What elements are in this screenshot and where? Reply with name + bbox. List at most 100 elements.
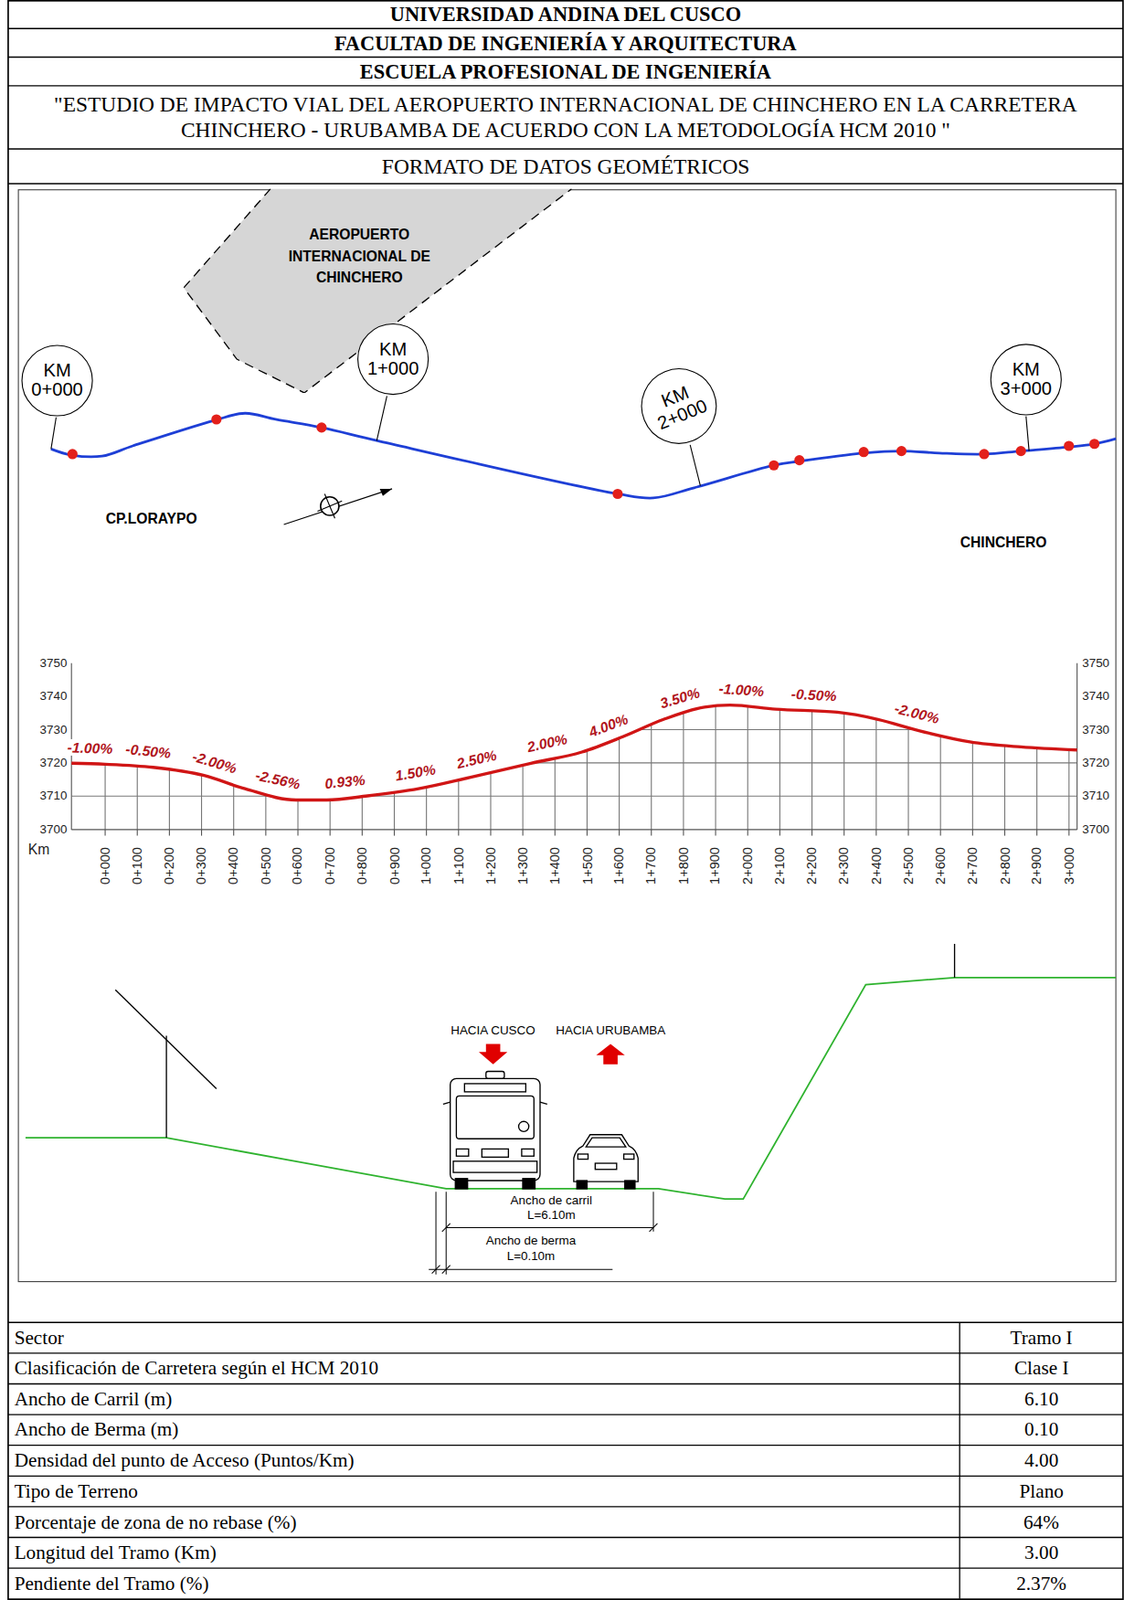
elevation-label: 3750	[1081, 655, 1110, 671]
dimension-tick	[432, 1265, 441, 1274]
grade-label: -1.00%	[65, 738, 114, 756]
station-label: 1+400	[547, 847, 563, 885]
axis-tick	[1004, 829, 1006, 837]
dimension-tick	[649, 1223, 658, 1232]
profile-grid	[71, 653, 1077, 830]
station-label: 1+500	[579, 847, 595, 885]
axis-tick	[296, 829, 298, 837]
row-rule	[8, 1444, 1124, 1446]
road-alignment	[51, 413, 1116, 499]
column-rule	[958, 1322, 960, 1600]
page-frame	[8, 0, 1124, 1600]
station-label: 2+000	[740, 847, 756, 885]
alignment-points	[67, 413, 1100, 499]
table-cell: Clasificación de Carretera según el HCM …	[14, 1357, 379, 1380]
grade-label: -2.56%	[253, 766, 303, 794]
grid-line	[907, 653, 909, 830]
table-cell: Porcentaje de zona de no rebase (%)	[14, 1510, 297, 1534]
table-cell: 2.37%	[1016, 1572, 1067, 1596]
grid-line	[618, 653, 620, 830]
point-dot	[1016, 445, 1027, 456]
compass-needle	[284, 488, 393, 525]
grid-line	[1068, 653, 1070, 830]
row-rule	[8, 148, 1124, 149]
axis-tick	[457, 829, 459, 837]
elevation-label: 3710	[1081, 788, 1110, 805]
car-part	[585, 1137, 626, 1147]
station-label: 2+100	[772, 847, 788, 885]
elevation-label: 3700	[1081, 822, 1110, 838]
grid-line	[489, 653, 491, 830]
grid-line	[71, 695, 1077, 697]
place-label: CHINCHERO	[960, 532, 1048, 551]
table-cell: Tipo de Terreno	[14, 1480, 138, 1504]
bus-part	[455, 1148, 468, 1156]
axis-line	[1076, 663, 1078, 830]
bus-part	[450, 1078, 541, 1181]
header-text: ESCUELA PROFESIONAL DE INGENIERÍA	[360, 59, 772, 85]
station-text: KM 2+000	[643, 376, 715, 435]
header-text: FACULTAD DE INGENIERÍA Y ARQUITECTURA	[334, 31, 797, 56]
station-label: 0+000	[96, 847, 113, 885]
dimension-label: Ancho de berma	[486, 1233, 576, 1249]
station-label: 0+800	[354, 847, 371, 885]
elevation-label: 3720	[40, 755, 68, 772]
axis-tick	[875, 829, 877, 837]
table-cell: 64%	[1023, 1510, 1060, 1534]
ground-line	[25, 977, 1116, 1199]
grid-line	[779, 653, 781, 830]
point-dot	[896, 445, 907, 456]
axis-tick	[105, 829, 107, 837]
station-label: 1+300	[514, 847, 531, 885]
axis-tick	[522, 829, 524, 837]
bus-part	[486, 1071, 505, 1080]
drawing-frame	[18, 190, 1116, 1283]
axis-tick	[650, 829, 652, 837]
point-dot	[211, 413, 222, 425]
row-rule	[8, 182, 1124, 184]
dimension-tick	[442, 1223, 451, 1232]
bus-part	[519, 1121, 530, 1132]
station-text: KM 1+000	[364, 339, 423, 379]
grid-line	[522, 653, 524, 830]
station-label: 2+300	[836, 847, 852, 885]
table-cell: Plano	[1019, 1480, 1064, 1504]
grid-line	[457, 653, 459, 830]
grade-label: 3.50%	[657, 684, 703, 712]
row-rule	[8, 1413, 1124, 1415]
elevation-label: 3740	[1081, 689, 1110, 705]
compass-head	[380, 488, 393, 497]
bus-part	[540, 1102, 548, 1104]
bus-part	[521, 1148, 534, 1156]
leader-line	[1026, 416, 1029, 452]
row-rule	[8, 1567, 1124, 1569]
row-rule	[8, 1383, 1124, 1385]
table-cell: Sector	[14, 1326, 64, 1350]
station-callout: KM 1+000	[357, 323, 429, 395]
row-rule	[8, 1537, 1124, 1538]
axis-tick	[843, 829, 845, 837]
grid-line	[71, 795, 1077, 797]
elevation-label: 3710	[40, 788, 68, 805]
row-rule	[8, 56, 1124, 58]
header-rules	[8, 28, 1124, 184]
dimension-tick	[442, 1265, 451, 1274]
elevation-label: 3730	[1081, 721, 1110, 738]
sheet-name: FORMATO DE DATOS GEOMÉTRICOS	[381, 153, 751, 180]
axis-tick	[201, 829, 202, 837]
pole-line	[115, 989, 217, 1089]
grid-line	[329, 653, 331, 830]
station-label: 2+400	[868, 847, 884, 885]
direction-arrow	[595, 1043, 625, 1064]
grid-line	[233, 653, 234, 830]
axis-tick	[618, 829, 620, 837]
row-rule	[8, 1505, 1124, 1507]
point-dot	[67, 448, 78, 459]
grid-line	[586, 653, 588, 830]
extension-line	[653, 1191, 655, 1232]
dimension-lines	[428, 1191, 658, 1274]
point-dot	[794, 455, 805, 466]
grade-label: -2.00%	[189, 748, 240, 778]
point-dot	[858, 446, 870, 457]
pole-line	[954, 943, 955, 978]
